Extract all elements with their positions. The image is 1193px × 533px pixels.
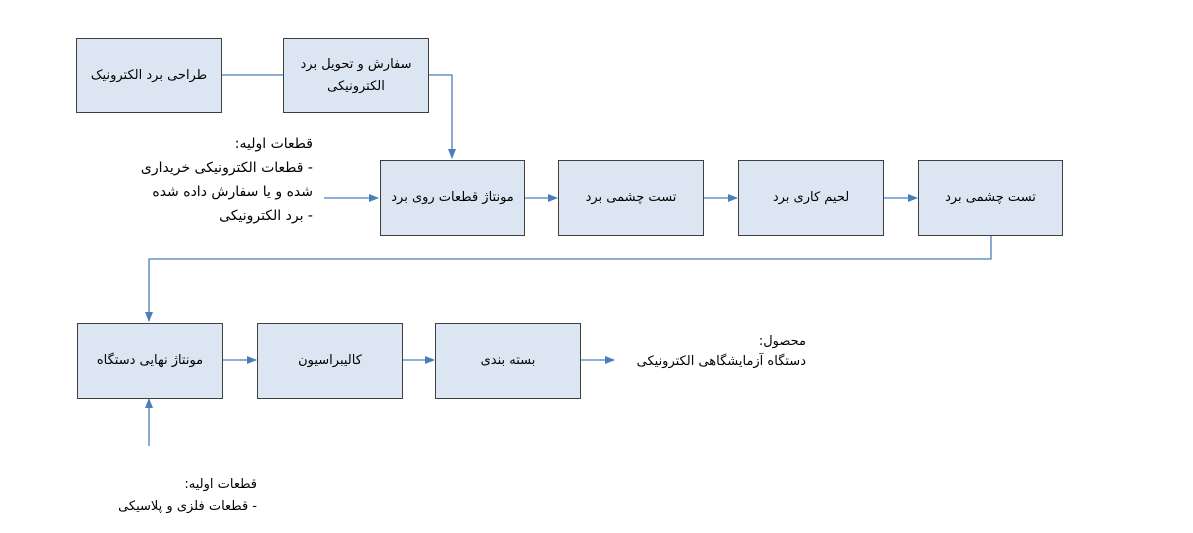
node-mount-parts: مونتاژ قطعات روی برد [380, 160, 525, 236]
bottom-inputs-label: قطعات اولیه: - قطعات فلزی و پلاسیکی [118, 474, 257, 518]
node-board-design: طراحی برد الکترونیک [76, 38, 222, 113]
bottom-inputs-title: قطعات اولیه: [184, 477, 257, 492]
node-visual-test-1: تست چشمی برد [558, 160, 704, 236]
top-inputs-line1: - قطعات الکترونیکی خریداری [140, 160, 313, 176]
node-visual-test-2: تست چشمی برد [918, 160, 1063, 236]
top-inputs-line3: - برد الکترونیکی [219, 208, 313, 224]
arrow-order-to-mount [428, 74, 456, 159]
arrow-test2-to-final [145, 235, 992, 322]
product-line1: دستگاه آزمایشگاهی الکترونیکی [636, 354, 806, 369]
product-label: محصول: دستگاه آزمایشگاهی الکترونیکی [637, 332, 806, 372]
top-inputs-title: قطعات اولیه: [234, 136, 313, 152]
product-title: محصول: [758, 334, 806, 349]
node-final-assembly: مونتاژ نهایی دستگاه [77, 323, 223, 399]
top-inputs-line2: شده و یا سفارش داده شده [152, 184, 313, 200]
node-board-order: سفارش و تحویل برد الکترونیکی [283, 38, 429, 113]
bottom-inputs-line1: - قطعات فلزی و پلاسیکی [118, 499, 257, 514]
top-inputs-label: قطعات اولیه: - قطعات الکترونیکی خریداری … [141, 132, 313, 228]
node-packaging: بسته بندی [435, 323, 581, 399]
node-calibration: کالیبراسیون [257, 323, 403, 399]
node-soldering: لحیم کاری برد [738, 160, 884, 236]
